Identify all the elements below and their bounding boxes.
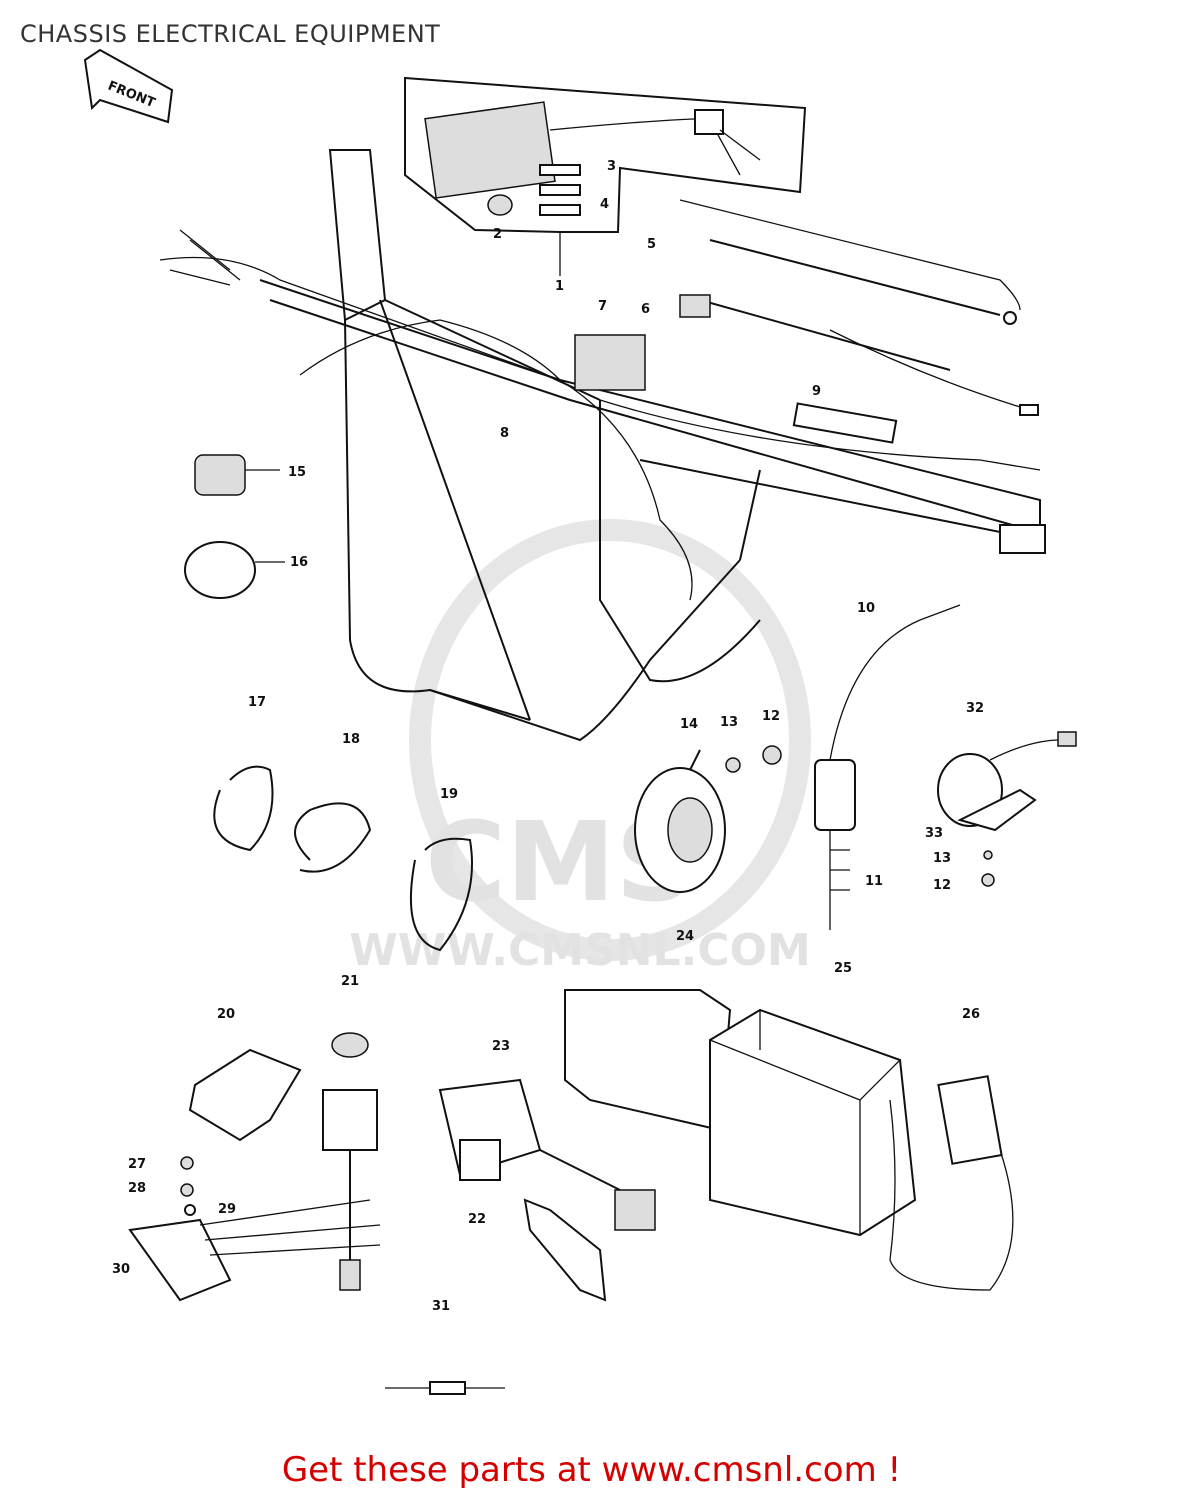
harness-clamp [792,402,898,444]
brake-light-switch [814,604,961,930]
callout-33: 33 [925,826,943,841]
washer [725,757,741,773]
callout-5: 5 [647,237,656,252]
motorcycle-frame [259,149,1046,742]
callout-2: 2 [493,227,502,242]
strap-18 [294,802,372,873]
bracket-22 [523,1198,607,1302]
junction-box [574,334,646,391]
bracket-20 [188,1048,302,1142]
callout-4: 4 [600,197,609,212]
callout-24: 24 [676,929,694,944]
regulator-fuse-assembly [404,76,807,233]
wiring-harness [159,229,1041,601]
battery-tray [564,989,732,1132]
callout-23: 23 [492,1039,510,1054]
callout-12: 12 [762,709,780,724]
callout-29: 29 [218,1202,236,1217]
terminal-block [128,1156,381,1302]
callout-6: 6 [641,302,650,317]
callout-1: 1 [555,279,564,294]
callout-13: 13 [720,715,738,730]
callout-17: 17 [248,695,266,710]
dimmer-switch [322,1032,378,1291]
callout-19: 19 [440,787,458,802]
relay-15 [194,454,280,496]
callout-30: 30 [112,1262,130,1277]
callout-13b: 13 [933,851,951,866]
watermark-url: WWW.CMSNL.COM [349,925,811,976]
front-arrow-icon: FRONT [83,48,174,124]
relay-box-23 [438,1078,656,1231]
callout-22: 22 [468,1212,486,1227]
horn [634,749,726,893]
callout-9: 9 [812,384,821,399]
callout-25: 25 [834,961,852,976]
callout-18: 18 [342,732,360,747]
callout-28: 28 [128,1181,146,1196]
callout-16: 16 [290,555,308,570]
callout-26: 26 [962,1007,980,1022]
callout-11: 11 [865,874,883,889]
callout-8: 8 [500,426,509,441]
callout-12b: 12 [933,878,951,893]
footer-parts-link[interactable]: Get these parts at www.cmsnl.com ! [281,1450,902,1490]
callout-32: 32 [966,701,984,716]
callout-14: 14 [680,717,698,732]
callout-27: 27 [128,1157,146,1172]
callout-31: 31 [432,1299,450,1314]
callout-20: 20 [217,1007,235,1022]
page-title: CHASSIS ELECTRICAL EQUIPMENT [20,20,441,48]
callout-3: 3 [607,159,616,174]
warning-label [937,1075,1003,1165]
strap-19 [409,837,473,952]
callout-labels: 1 2 3 4 5 6 7 8 9 10 11 12 13 14 15 16 1… [112,159,984,1314]
callout-21: 21 [341,974,359,989]
callout-15: 15 [288,465,306,480]
bolt [762,745,782,765]
inline-fuse [385,1381,505,1395]
buzzer [937,731,1077,887]
strap-17 [213,765,274,852]
relay-16 [184,541,285,599]
callout-10: 10 [857,601,875,616]
watermark: CMS WWW.CMSNL.COM [349,519,811,976]
battery-cables [679,199,1039,416]
callout-7: 7 [598,299,607,314]
battery [709,1008,1014,1291]
